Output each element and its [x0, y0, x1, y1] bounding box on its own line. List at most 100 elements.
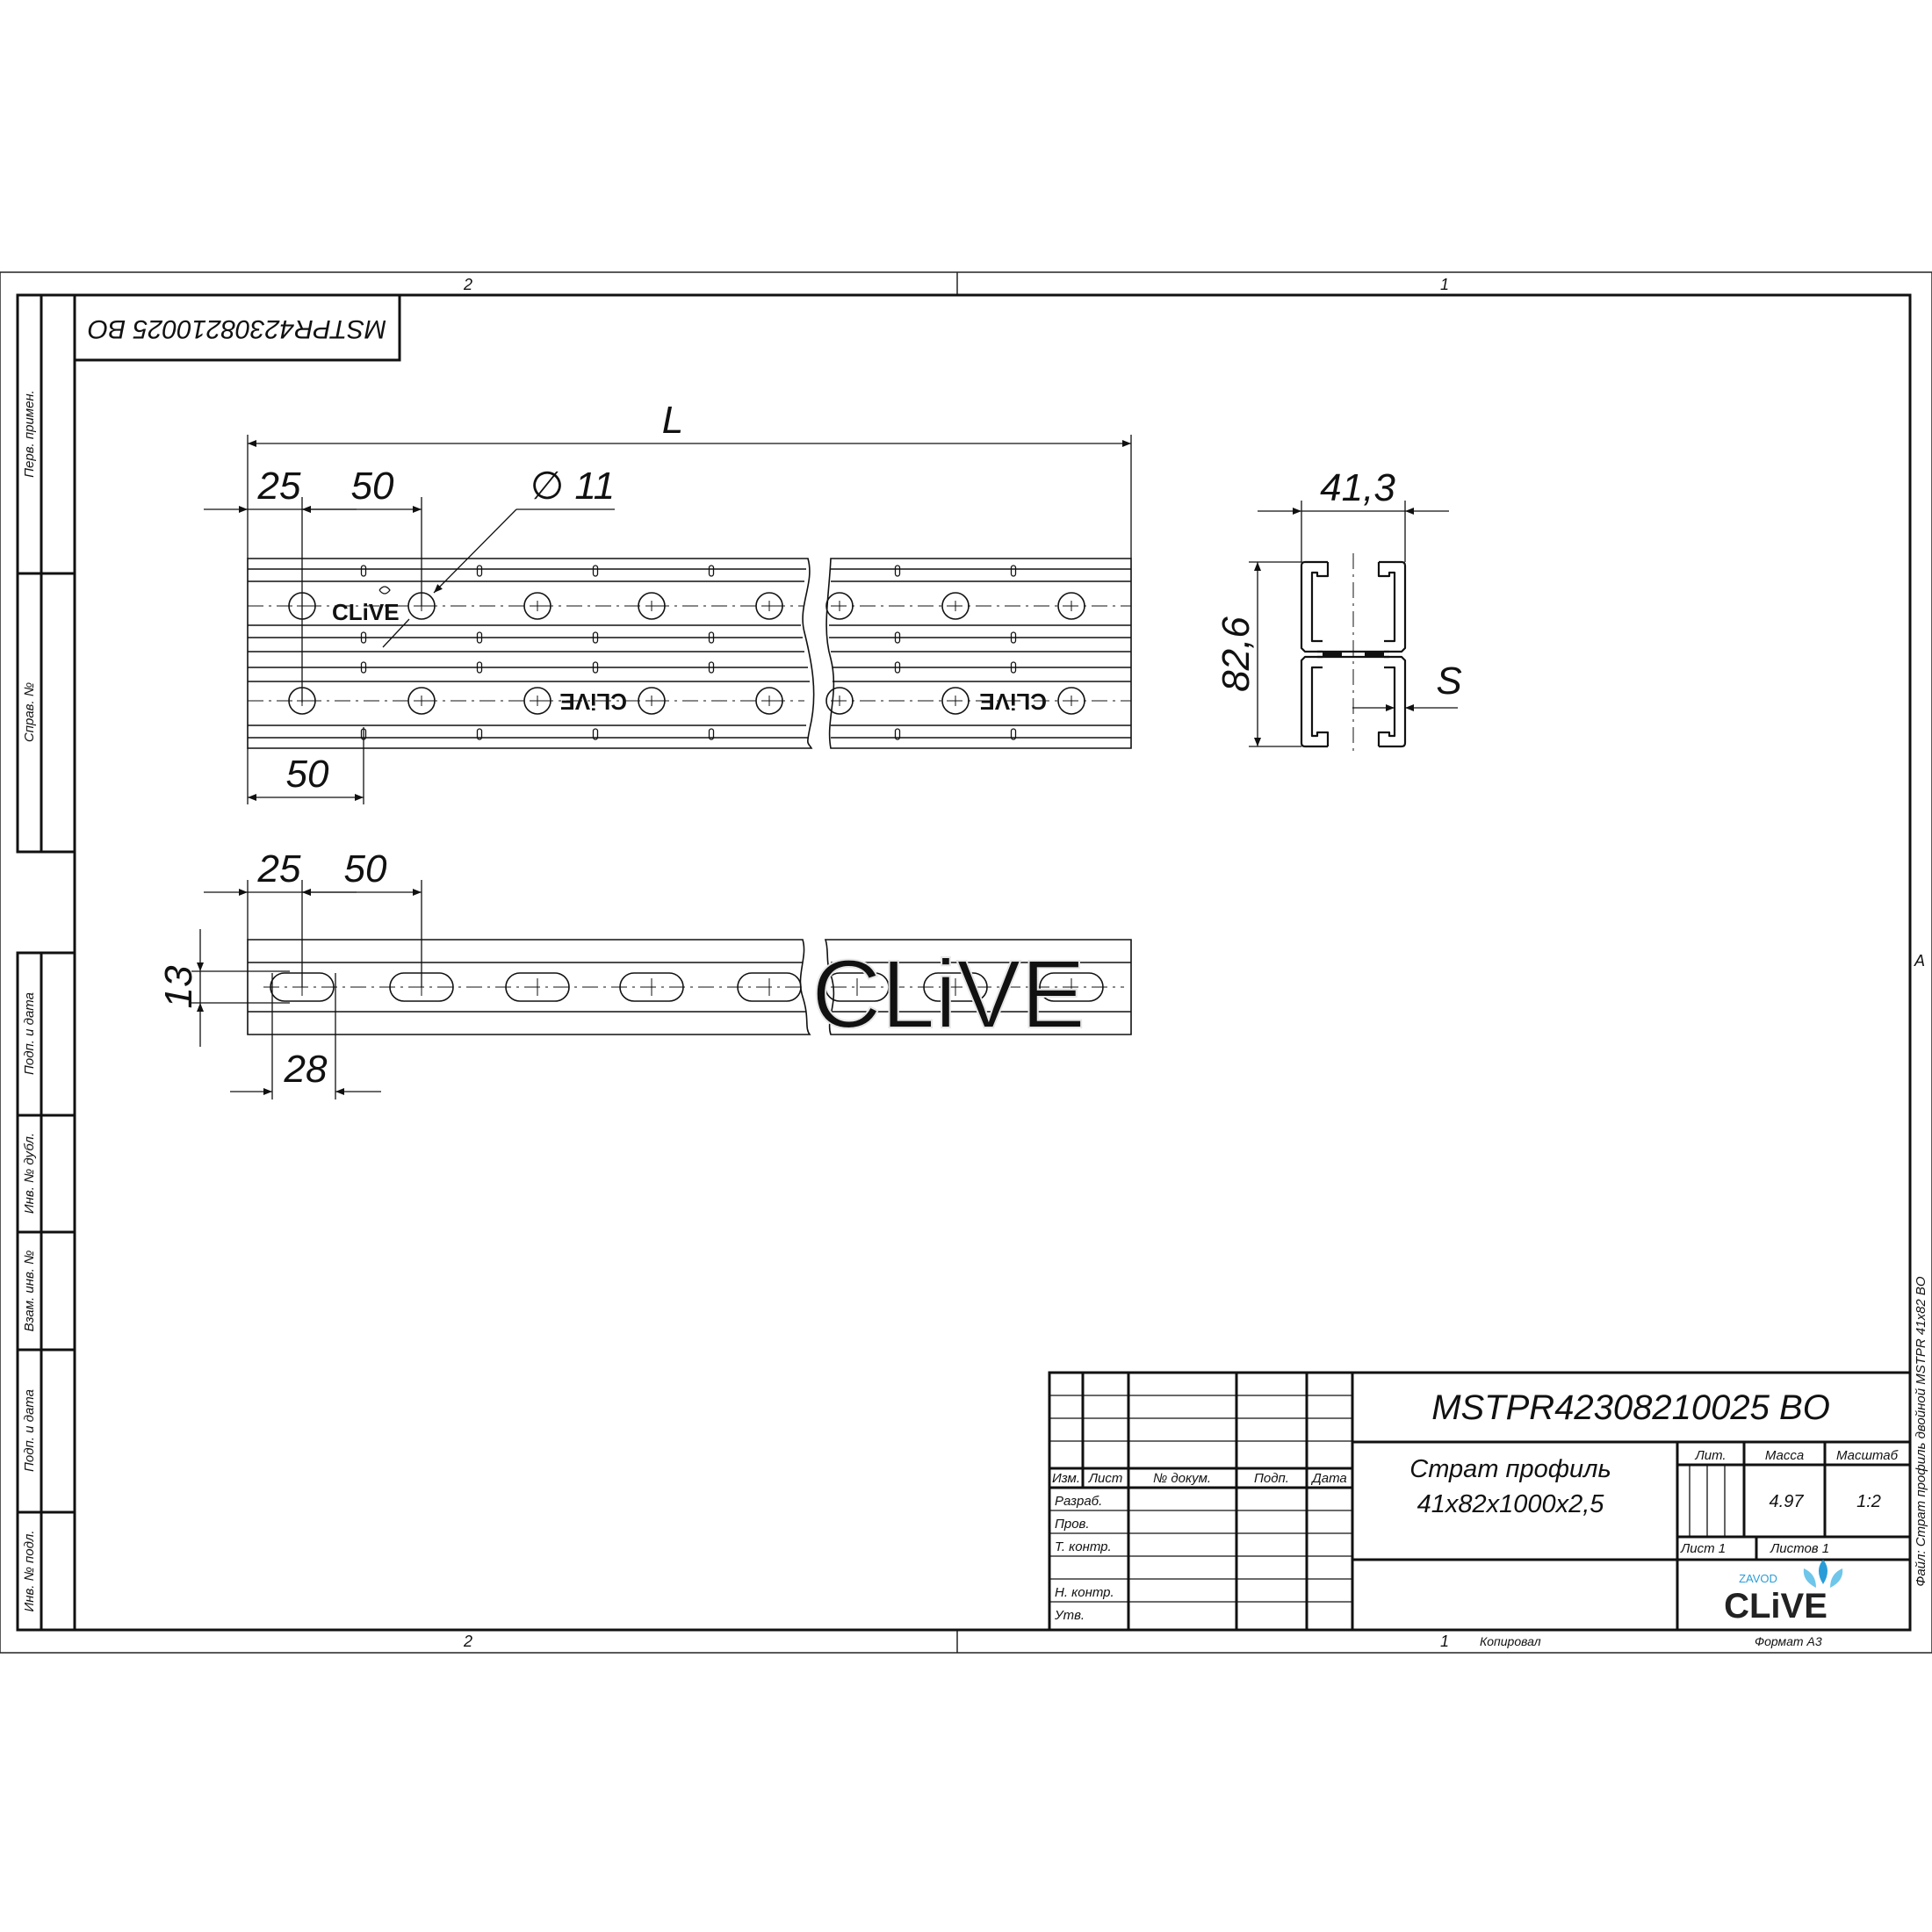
dim-13-label: 13: [157, 965, 200, 1008]
title-block: [1048, 1371, 1912, 1632]
dim-28: [230, 973, 381, 1099]
col-podp: Подп.: [1254, 1471, 1289, 1486]
small-slot: [894, 631, 901, 644]
leaf-icon: [1830, 1568, 1843, 1588]
small-slot: [1010, 661, 1017, 674]
dim-50-top-label: 50: [351, 465, 394, 508]
small-slot: [592, 728, 599, 740]
label-vzam-inv: Взам. инв. №: [22, 1251, 37, 1332]
company-logo: ZAVOD CLiVE: [1724, 1560, 1843, 1626]
small-slot: [360, 661, 367, 674]
small-slot: [476, 631, 483, 644]
label-inv-dubl: Инв. № дубл.: [22, 1133, 37, 1214]
dim-82-label: 82,6: [1215, 616, 1258, 692]
footer-format: Формат А3: [1755, 1634, 1822, 1648]
dim-41-label: 41,3: [1320, 466, 1395, 509]
small-slot: [894, 661, 901, 674]
title-name-line2: 41x82x1000x2,5: [1417, 1490, 1605, 1518]
small-slot: [708, 728, 715, 740]
dim-25-top-label: 25: [257, 465, 301, 508]
dim-28-label: 28: [284, 1048, 328, 1091]
zone-bottom-1: 1: [1440, 1633, 1449, 1650]
title-designation: MSTPR42308210025 BO: [1431, 1388, 1830, 1427]
dim-s-label: S: [1436, 660, 1461, 703]
small-slot: [360, 631, 367, 644]
dim-hole-dia-label: ∅ 11: [530, 465, 615, 508]
side-view-outline: [247, 939, 1132, 1035]
small-slot: [592, 565, 599, 577]
watermark-logo: CLiVE: [811, 941, 1085, 1049]
lit-label: Лит.: [1694, 1448, 1726, 1463]
mass-value: 4.97: [1770, 1492, 1805, 1511]
scale-value: 1:2: [1856, 1492, 1881, 1511]
dim-25-side-label: 25: [257, 847, 301, 890]
dim-25-50-side: [204, 880, 422, 987]
leaf-icon: [378, 586, 391, 595]
top-view-small-slots: [360, 565, 1017, 740]
label-inv-podl: Инв. № подл.: [22, 1530, 37, 1611]
dim-hole-dia: [382, 508, 615, 648]
small-slot: [360, 565, 367, 577]
small-slot: [476, 661, 483, 674]
top-view: CLiVE CLiVE CLiVE L 25 50: [204, 399, 1132, 804]
dim-82: [1249, 561, 1301, 747]
top-view-centerlines: [248, 605, 1131, 702]
small-slot: [708, 631, 715, 644]
label-podp-data-2: Подп. и дата: [22, 1389, 37, 1472]
row-tkontr: Т. контр.: [1055, 1539, 1112, 1554]
top-logo-3: CLiVE: [979, 688, 1047, 715]
section-view: 41,3 82,6 S: [1215, 466, 1462, 755]
logo-small-text: ZAVOD: [1739, 1572, 1777, 1585]
top-logo-1: CLiVE: [332, 586, 400, 625]
sheets-label: Листов 1: [1770, 1541, 1829, 1556]
small-slot: [708, 661, 715, 674]
zone-bottom-2: 2: [463, 1633, 472, 1650]
col-izm: Изм.: [1052, 1471, 1080, 1486]
sheet-label: Лист 1: [1680, 1541, 1726, 1556]
small-slot: [894, 728, 901, 740]
side-view: CLiVE 25 50 13 28: [157, 847, 1132, 1099]
row-razrab: Разраб.: [1055, 1494, 1102, 1509]
row-nkontr: Н. контр.: [1055, 1585, 1114, 1600]
small-slot: [708, 565, 715, 577]
leaf-icon: [1803, 1568, 1816, 1588]
dim-L-label: L: [662, 399, 683, 442]
dim-25-50-top: [204, 497, 422, 703]
title-block-thin-lines: [1049, 1395, 1726, 1603]
dim-L: [247, 435, 1132, 559]
small-slot: [592, 631, 599, 644]
scale-label: Масштаб: [1836, 1448, 1899, 1463]
small-slot: [1010, 728, 1017, 740]
small-slot: [476, 728, 483, 740]
dim-41: [1258, 501, 1449, 562]
corner-stamp-box: [73, 293, 401, 362]
top-view-outline: [247, 558, 1132, 749]
top-logo-2: CLiVE: [559, 688, 627, 715]
dim-13: [191, 929, 290, 1047]
small-slot: [894, 565, 901, 577]
outer-frame: [0, 271, 1932, 1654]
dim-50-side-label: 50: [344, 847, 387, 890]
col-doc: № докум.: [1153, 1471, 1211, 1486]
file-name-label: Файл: Страт профиль двойной MSTPR 41x82 …: [1914, 1276, 1928, 1587]
leaf-icon: [1819, 1560, 1827, 1584]
logo-main-text: CLiVE: [1724, 1587, 1827, 1626]
small-slot: [1010, 631, 1017, 644]
top-view-holes: [288, 592, 1085, 715]
corner-stamp-text: MSTPR42308210025 BO: [88, 314, 386, 343]
label-perv-primen: Перв. примен.: [22, 390, 37, 478]
left-strip: [16, 293, 76, 1632]
zone-top-1: 1: [1440, 276, 1449, 293]
zone-right-a: A: [1914, 952, 1925, 970]
mass-label: Масса: [1765, 1448, 1804, 1463]
top-logo-1-text: CLiVE: [332, 599, 400, 625]
weld-right: [1365, 651, 1384, 658]
small-slot: [476, 565, 483, 577]
top-logo-3-text: CLiVE: [979, 688, 1047, 715]
weld-left: [1323, 651, 1342, 658]
label-sprav-no: Справ. №: [22, 682, 37, 742]
label-podp-data-1: Подп. и дата: [22, 992, 37, 1075]
row-prov: Пров.: [1055, 1517, 1090, 1532]
dim-50-bottom-label: 50: [286, 753, 329, 796]
